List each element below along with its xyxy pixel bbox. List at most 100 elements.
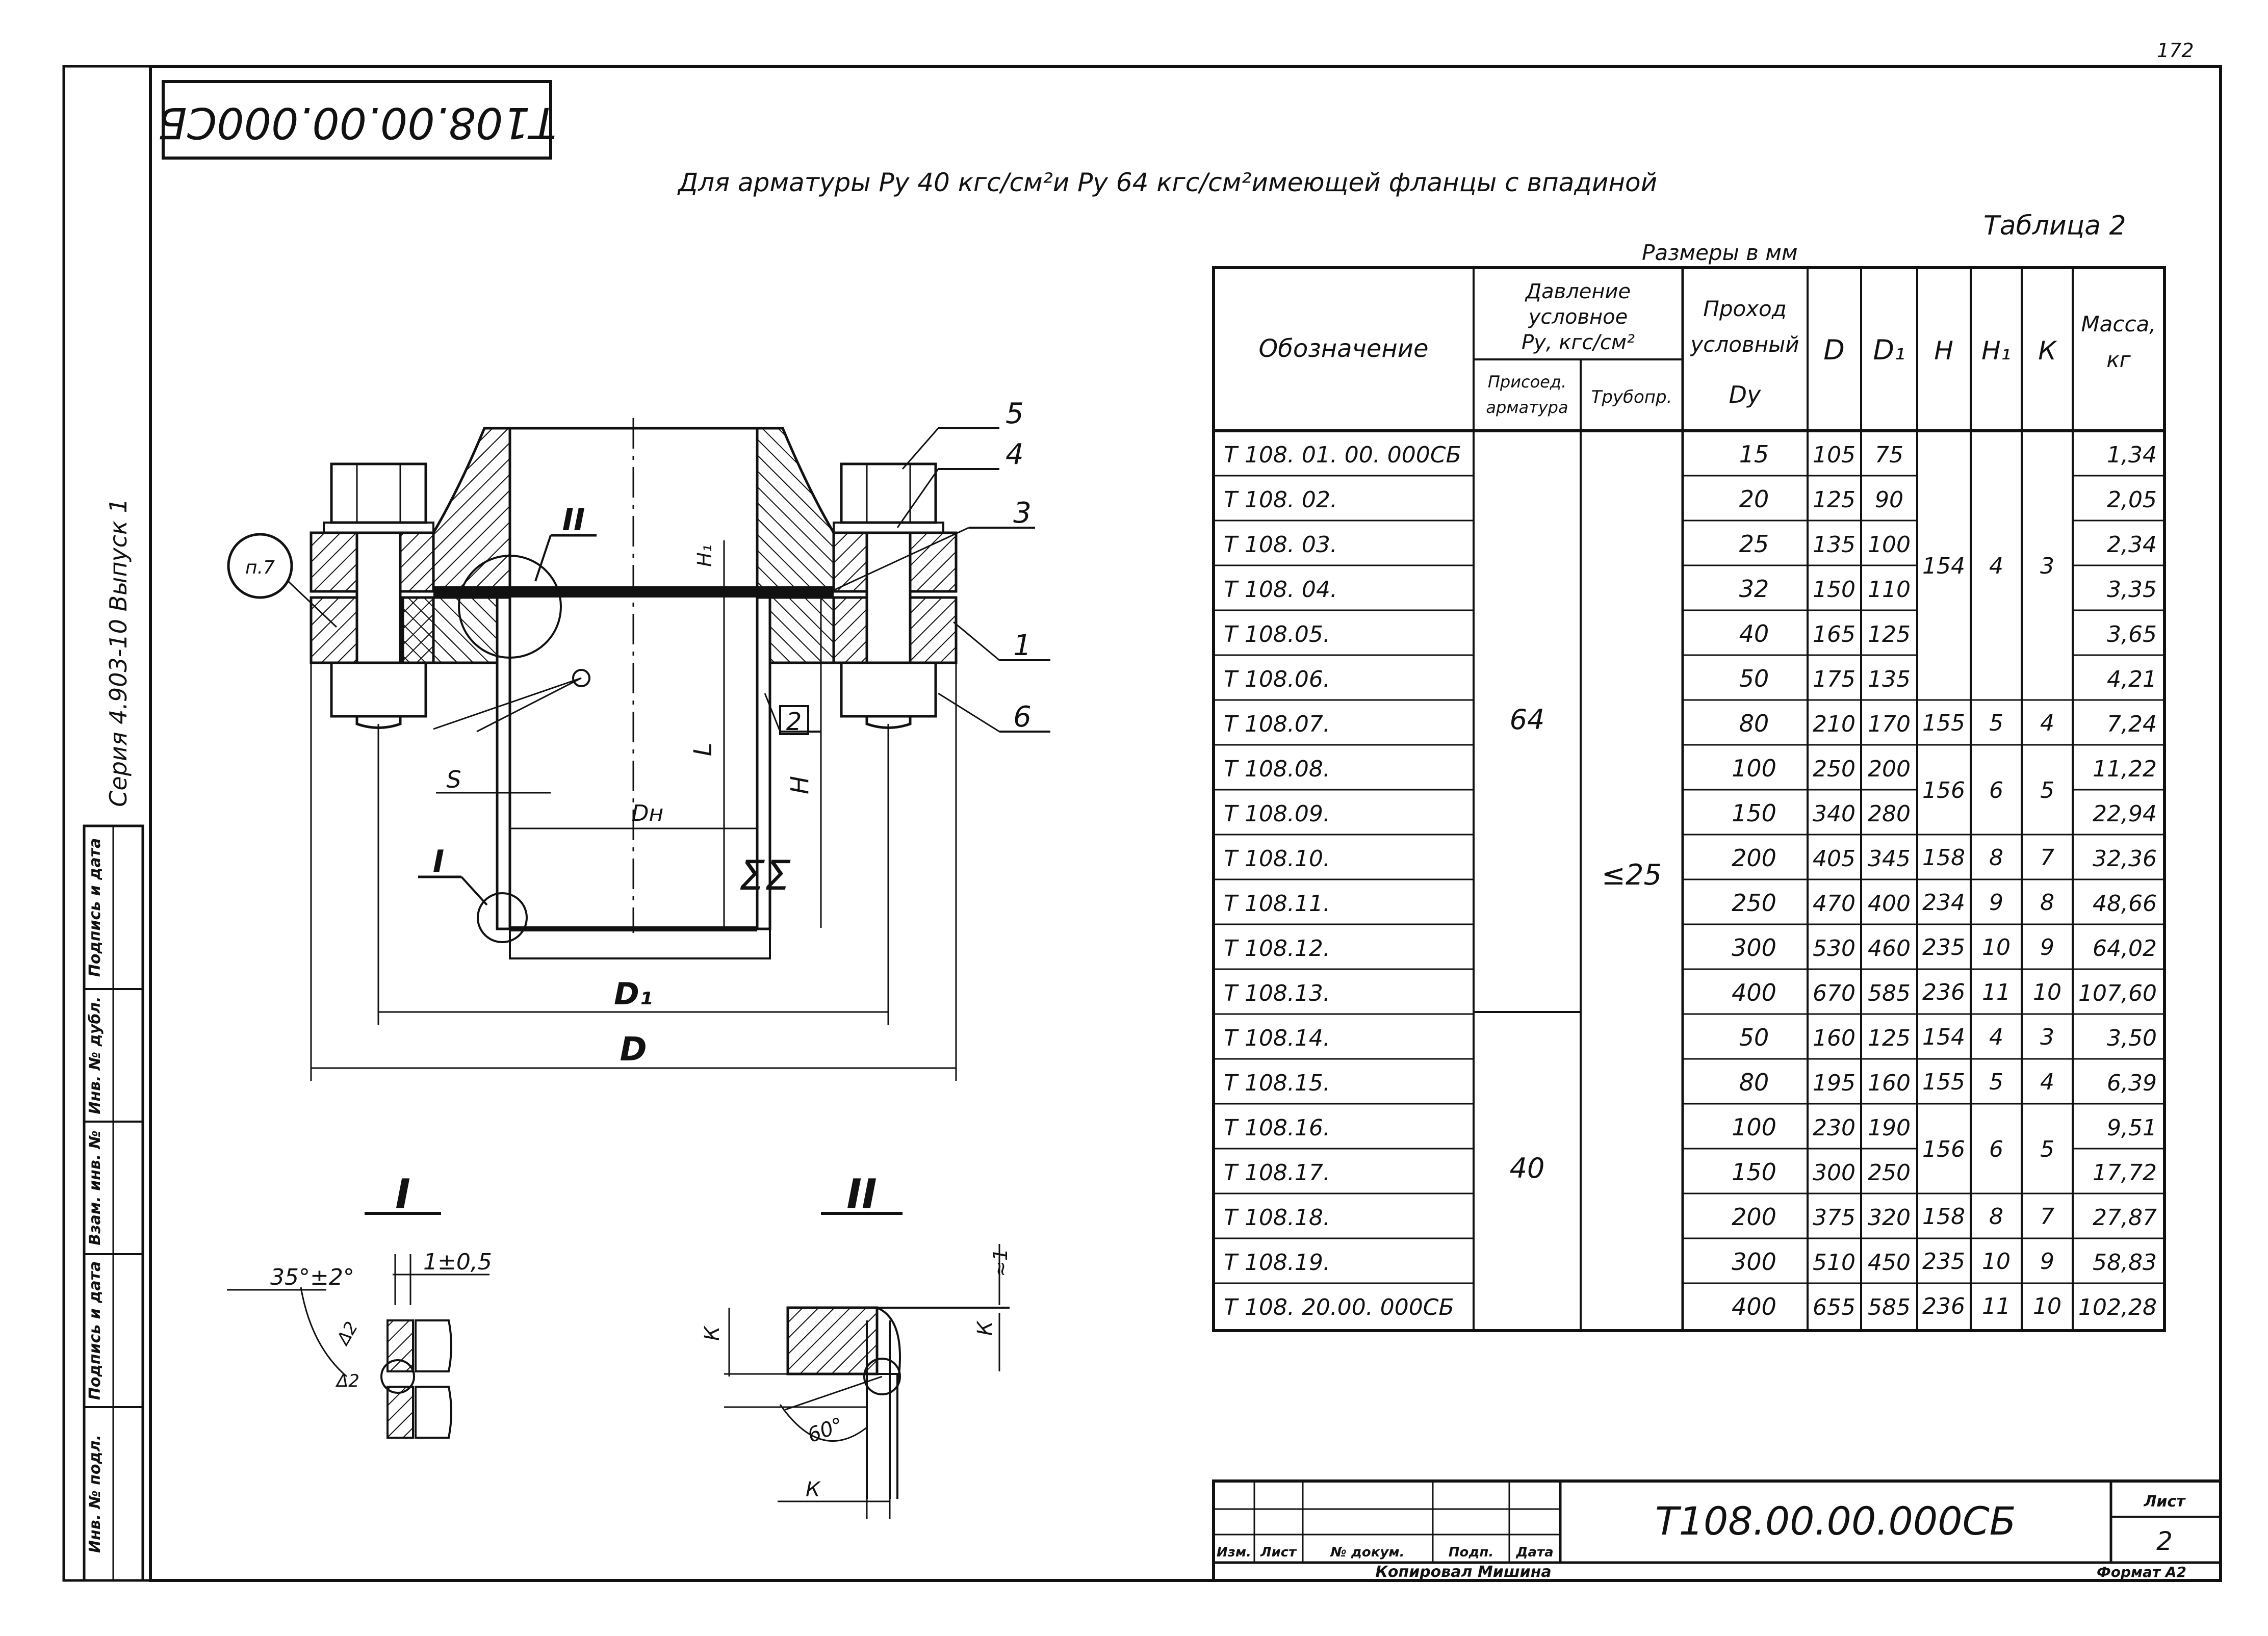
row-designation: Т 108.14. [1224, 1025, 1330, 1051]
section-II-ref: II [562, 502, 585, 538]
row-mass: 6,39 [2107, 1070, 2157, 1096]
group-k: 5 [2040, 1136, 2054, 1162]
group-k: 5 [2040, 777, 2054, 803]
row-mass: 9,51 [2107, 1115, 2157, 1141]
row-designation: Т 108. 02. [1224, 487, 1337, 513]
side-stamp-label-1: Подпись и дата [86, 1261, 104, 1400]
row-d: 135 [1813, 532, 1855, 558]
row-mass: 3,50 [2107, 1025, 2157, 1051]
row-d: 375 [1813, 1205, 1855, 1231]
group-h: 158 [1922, 845, 1965, 871]
row-designation: Т 108.13. [1224, 980, 1330, 1006]
row-d1: 110 [1868, 577, 1911, 603]
inner-frame [149, 65, 2222, 1582]
row-designation: Т 108.17. [1224, 1160, 1330, 1186]
valve-body-right [756, 427, 835, 593]
group-h: 155 [1922, 1069, 1965, 1095]
row-d: 670 [1813, 980, 1855, 1006]
row-mass: 48,66 [2093, 891, 2157, 917]
row-d1: 460 [1868, 936, 1911, 962]
group-h1: 11 [1982, 979, 2011, 1005]
angle-35: 35°±2° [270, 1264, 354, 1290]
col-passage-line-1: условный [1689, 332, 1799, 357]
dim-Dn: Dн [632, 800, 664, 826]
row-dy: 32 [1739, 575, 1769, 603]
row-designation: Т 108.15. [1224, 1070, 1330, 1096]
side-stamp: Инв. № подл. Подпись и дата Взам. инв. №… [83, 824, 144, 1582]
dim-K-bottom: К [806, 1478, 821, 1501]
page-number: 172 [2157, 39, 2194, 62]
group-k: 3 [2040, 553, 2054, 579]
row-dy: 50 [1739, 665, 1769, 692]
col-mass-line-0: Масса, [2081, 311, 2156, 336]
group-h: 156 [1922, 1136, 1965, 1162]
row-d: 340 [1813, 801, 1855, 827]
group-h: 156 [1922, 777, 1965, 803]
group-h: 158 [1922, 1204, 1965, 1230]
row-mass: 3,65 [2107, 621, 2157, 647]
dimensions-table: Обозначение Давление условное Ру, кгс/см… [1212, 266, 2166, 1332]
group-h: 235 [1922, 934, 1965, 960]
row-dy: 50 [1739, 1024, 1769, 1051]
row-designation: Т 108.18. [1224, 1205, 1330, 1231]
col-K: К [2038, 336, 2057, 366]
row-d: 300 [1813, 1160, 1855, 1186]
group-h1: 5 [1989, 710, 2003, 736]
callout-5: 5 [1006, 397, 1024, 430]
row-d: 165 [1813, 621, 1855, 647]
row-designation: Т 108.06. [1224, 666, 1330, 692]
col-passage-sym: Dу [1729, 381, 1761, 408]
row-mass: 7,24 [2107, 711, 2157, 737]
section-I-ref: I [433, 844, 444, 879]
approx-1: ≈1 [989, 1249, 1012, 1277]
pipe-wall-left [496, 596, 511, 930]
group-h: 154 [1922, 1024, 1965, 1050]
row-designation: Т 108. 03. [1224, 532, 1337, 558]
group-k: 9 [2040, 1249, 2054, 1275]
callout-2: 2 [786, 708, 802, 736]
left-bolt-shank [355, 531, 402, 664]
group-h1: 4 [1989, 1024, 2003, 1050]
row-d1: 135 [1868, 666, 1911, 692]
row-mass: 17,72 [2093, 1160, 2157, 1186]
row-dy: 400 [1732, 1293, 1776, 1320]
units-note: Размеры в мм [1642, 240, 1798, 265]
dim-H: H [786, 776, 814, 794]
col-pressure-line-0: Давление [1525, 280, 1631, 303]
pressure-40: 40 [1510, 1152, 1545, 1184]
row-d: 230 [1813, 1115, 1855, 1141]
group-h1: 10 [1982, 1249, 2011, 1275]
table-label: Таблица 2 [1983, 211, 2126, 241]
group-h1: 9 [1989, 890, 2003, 916]
pipe-wall-right [756, 596, 771, 930]
row-d1: 125 [1868, 621, 1911, 647]
row-designation: Т 108.16. [1224, 1115, 1330, 1141]
detail-II-title: II [846, 1171, 877, 1218]
tb-col-sign: Подп. [1449, 1545, 1493, 1560]
row-d: 150 [1813, 577, 1855, 603]
row-dy: 20 [1739, 485, 1769, 513]
detail-I: I 35°±2° 1±0,5 Δ2 Δ2 [227, 1171, 492, 1439]
row-dy: 150 [1732, 799, 1776, 827]
detail-II: II ≈1 К К К 60° [701, 1171, 1012, 1519]
left-bolt-head [330, 462, 427, 524]
col-pressure-line-1: условное [1528, 305, 1628, 329]
row-mass: 1,34 [2107, 442, 2157, 468]
row-d1: 75 [1875, 442, 1903, 468]
dim-D: D [620, 1031, 647, 1069]
row-d1: 585 [1868, 1294, 1911, 1320]
